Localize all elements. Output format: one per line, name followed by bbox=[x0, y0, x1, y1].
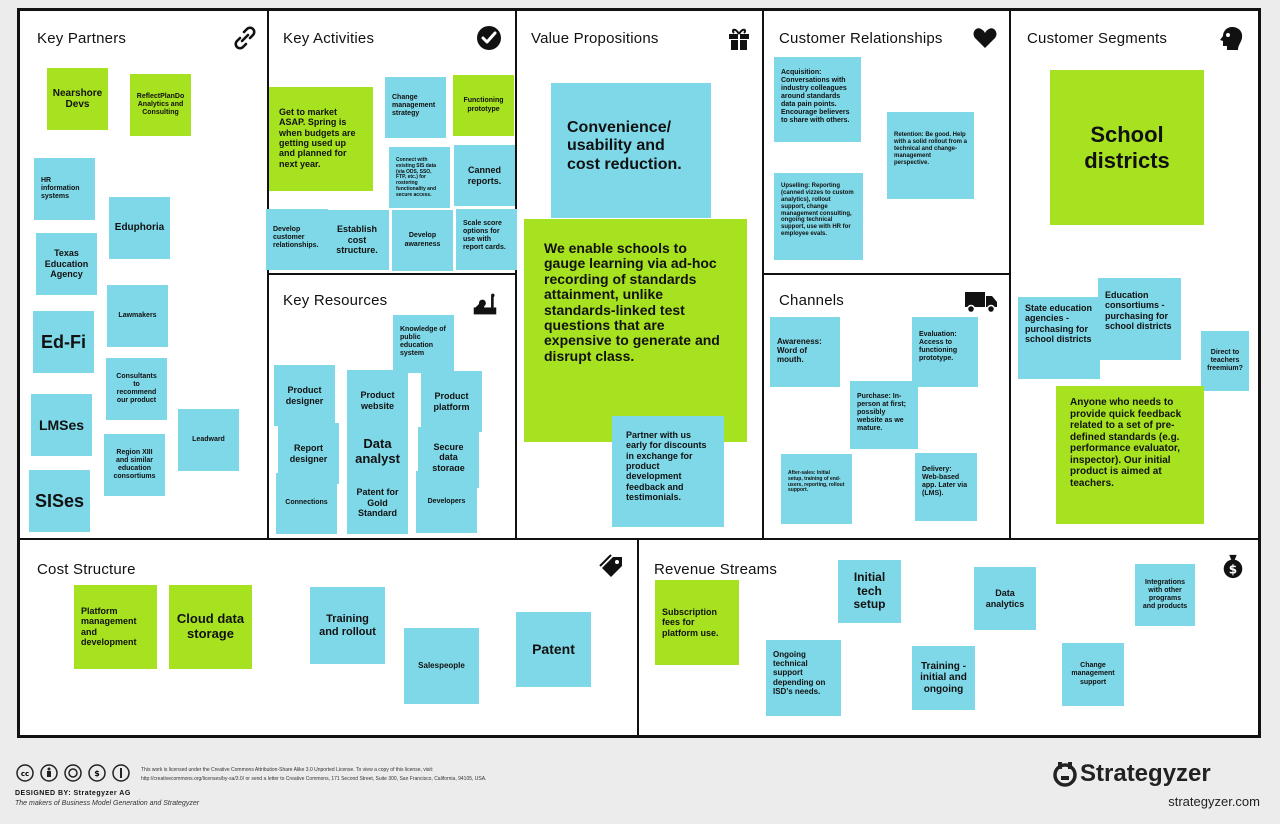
note: Change management strategy bbox=[385, 77, 446, 138]
note: Partner with us early for discounts in e… bbox=[612, 416, 724, 527]
section-title-key-resources: Key Resources bbox=[283, 292, 388, 309]
check-circle-icon bbox=[477, 26, 501, 50]
business-model-canvas: Key Partners Key Activities Value Propos… bbox=[17, 8, 1261, 738]
attribution-icon bbox=[40, 764, 58, 782]
note: ReflectPlanDo Analytics and Consulting bbox=[130, 74, 191, 136]
noncommercial-icon: $ bbox=[88, 764, 106, 782]
tag-icon bbox=[599, 554, 622, 577]
note: Patent for Gold Standard bbox=[347, 472, 408, 534]
note: Delivery: Web-based app. Later via (LMS)… bbox=[915, 453, 977, 521]
note: Acquisition: Conversations with industry… bbox=[774, 57, 861, 142]
cc-icon: cc bbox=[16, 764, 34, 782]
share-alike-icon bbox=[64, 764, 82, 782]
note: Lawmakers bbox=[107, 285, 168, 347]
note: Connections bbox=[276, 473, 337, 534]
svg-text:cc: cc bbox=[21, 770, 29, 778]
note: Retention: Be good. Help with a solid ro… bbox=[887, 112, 974, 199]
note: Eduphoria bbox=[109, 197, 170, 259]
svg-text:$: $ bbox=[94, 769, 100, 778]
heart-icon bbox=[973, 28, 997, 48]
note: Nearshore Devs bbox=[47, 68, 108, 130]
brand-url[interactable]: strategyzer.com bbox=[1168, 794, 1260, 809]
link-icon bbox=[234, 26, 256, 50]
section-title-channels: Channels bbox=[779, 292, 844, 309]
note: Awareness: Word of mouth. bbox=[770, 317, 840, 387]
note: HR information systems bbox=[34, 158, 95, 220]
designed-by: DESIGNED BY: Strategyzer AG bbox=[15, 790, 131, 797]
divider bbox=[267, 273, 517, 275]
note: Subscription fees for platform use. bbox=[655, 580, 739, 665]
note: Upselling: Reporting (canned vizzes to c… bbox=[774, 173, 863, 260]
divider bbox=[20, 538, 1258, 540]
info-icon bbox=[112, 764, 130, 782]
note: Establish cost structure. bbox=[325, 210, 389, 270]
note: Convenience/ usability and cost reductio… bbox=[551, 83, 711, 218]
note: Purchase: In-person at first; possibly w… bbox=[850, 381, 918, 449]
gift-icon bbox=[729, 28, 749, 50]
note: Functioning prototype bbox=[453, 75, 514, 136]
note: After-sales: Initial setup, training of … bbox=[781, 454, 852, 524]
note: Develop awareness bbox=[392, 210, 453, 271]
cc-license-icons: cc $ bbox=[15, 764, 131, 782]
note: Developers bbox=[416, 471, 477, 533]
note: Texas Education Agency bbox=[36, 233, 97, 295]
note: LMSes bbox=[31, 394, 92, 456]
svg-text:$: $ bbox=[1229, 562, 1237, 576]
note: Change management support bbox=[1062, 643, 1124, 706]
note: Product platform bbox=[421, 371, 482, 432]
divider bbox=[637, 538, 639, 738]
section-title-value-propositions: Value Propositions bbox=[531, 30, 659, 47]
factory-icon bbox=[473, 293, 497, 315]
note: Product designer bbox=[274, 365, 335, 426]
note: Data analytics bbox=[974, 567, 1036, 630]
note: Scale score options for use with report … bbox=[456, 209, 517, 270]
note: Get to market ASAP. Spring is when budge… bbox=[269, 87, 373, 191]
section-title-customer-segments: Customer Segments bbox=[1027, 30, 1168, 47]
head-icon bbox=[1220, 27, 1243, 50]
note: Connect with existing SIS data (via ODS,… bbox=[389, 147, 450, 208]
money-bag-icon: $ bbox=[1223, 554, 1243, 579]
note: State education agencies - purchasing fo… bbox=[1018, 297, 1100, 379]
section-title-key-partners: Key Partners bbox=[37, 30, 127, 47]
brand-name: Strategyzer bbox=[1080, 760, 1211, 787]
note: Evaluation: Access to functioning protot… bbox=[912, 317, 978, 387]
note: Region XIII and similar education consor… bbox=[104, 434, 165, 496]
note: Training and rollout bbox=[310, 587, 385, 664]
note: Platform management and development bbox=[74, 585, 157, 669]
section-title-revenue-streams: Revenue Streams bbox=[654, 561, 778, 578]
note: Training - initial and ongoing bbox=[912, 646, 975, 710]
note: Initial tech setup bbox=[838, 560, 901, 623]
note: SISes bbox=[29, 470, 90, 532]
note: Cloud data storage bbox=[169, 585, 252, 669]
note: Develop customer relationships. bbox=[266, 209, 328, 270]
note: Canned reports. bbox=[454, 145, 515, 206]
note: Direct to teachers freemium? bbox=[1201, 331, 1249, 391]
section-title-customer-relationships: Customer Relationships bbox=[779, 30, 943, 47]
license-text: This work is licensed under the Creative… bbox=[141, 767, 434, 773]
section-title-key-activities: Key Activities bbox=[283, 30, 375, 47]
makers-text: The makers of Business Model Generation … bbox=[15, 800, 200, 807]
note: Product website bbox=[347, 370, 408, 431]
strategyzer-logo-icon bbox=[1053, 762, 1077, 787]
note: Leadward bbox=[178, 409, 239, 471]
note: We enable schools to gauge learning via … bbox=[524, 219, 747, 442]
note: School districts bbox=[1050, 70, 1204, 225]
divider bbox=[762, 273, 1011, 275]
section-title-cost-structure: Cost Structure bbox=[37, 561, 136, 578]
note: Ed-Fi bbox=[33, 311, 94, 373]
license-url: http://creativecommons.org/licenses/by-s… bbox=[141, 776, 487, 782]
note: Education consortiums - purchasing for s… bbox=[1098, 278, 1181, 360]
note: Salespeople bbox=[404, 628, 479, 704]
note: Integrations with other programs and pro… bbox=[1135, 564, 1195, 626]
note: Ongoing technical support depending on I… bbox=[766, 640, 841, 716]
strategyzer-logo: Strategyzer bbox=[1052, 760, 1211, 788]
truck-icon bbox=[965, 292, 997, 314]
note: Knowledge of public education system bbox=[393, 315, 454, 373]
note: Consultants to recommend our product bbox=[106, 358, 167, 420]
note: Patent bbox=[516, 612, 591, 687]
note: Anyone who needs to provide quick feedba… bbox=[1056, 386, 1204, 524]
